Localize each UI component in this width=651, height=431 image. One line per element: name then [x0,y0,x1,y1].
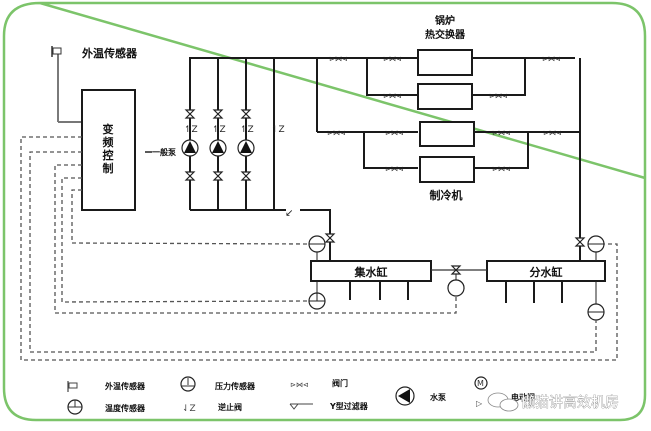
pump-2 [209,109,227,181]
vfd-char-1: 变 [103,122,114,136]
diagram-frame [2,1,647,422]
legend-label: 阀门 [332,378,348,388]
chiller-2 [419,156,475,183]
equipment-piping [310,57,581,268]
gate-valve-icon: ⊳⋈⊲ [329,55,348,63]
legend-label: 电动阀 [511,392,535,402]
legend-label: Y型过滤器 [329,401,369,411]
header-branches [349,281,563,303]
return-water-header [310,260,432,282]
outdoor-sensor-icon [51,46,82,123]
legend-item-check-valve: ⇃Z 逆止阀 [182,402,242,414]
legend-item-y-strainer: Y型过滤器 [289,401,369,411]
gate-valve-icon: ⊳⋈⊲ [385,129,404,137]
check-valve-icon: ↿Z [240,125,254,135]
vfd-char-3: 控 [103,148,114,162]
gate-valve-icon: ⊳⋈⊲ [543,129,562,137]
vfd-char-4: 制 [103,161,114,175]
check-valve-icon: ↿Z [212,125,226,135]
wechat-watermark: 懒猫讲高效机房 [487,392,619,412]
gate-valve-icon [324,233,336,243]
legend-item-pressure-sensor: 压力传感器 [180,376,256,392]
gate-valve-icon: ⊳⋈⊲ [385,165,404,173]
vfd-char-2: 频 [103,135,114,149]
boiler-heat-exchanger-2 [417,83,473,110]
legend-label: 压力传感器 [215,381,256,391]
supply-header-label: 分水缸 [530,265,563,279]
svg-text:▷: ▷ [476,399,483,408]
legend-item-outdoor-sensor: 外温传感器 [67,381,146,392]
gate-valve-icon: ⊳⋈⊲ [383,92,402,100]
outdoor-sensor-label: 外温传感器 [81,46,138,60]
pump-piping [189,57,331,268]
pressure-sensor-supply [587,235,605,261]
legend-item-motorized-valve: M ▷ 电动阀 [474,376,535,408]
boiler-heat-exchanger-1 [417,49,473,76]
legend-label: 水泵 [429,392,446,402]
legend-label: 温度传感器 [105,403,146,413]
gate-valve-icon: ⊳⋈⊲ [327,129,346,137]
gate-valve-icon: ⊳⋈⊲ [383,55,402,63]
temperature-sensor-supply [587,281,605,321]
watermark-text: 懒猫讲高效机房 [521,394,619,411]
pressure-sensor-return [308,235,326,261]
boiler-label-line2: 热交换器 [425,28,466,41]
gate-valves: ⊳⋈⊲ ⊳⋈⊲ ⊳⋈⊲ ⊳⋈⊲ ⊳⋈⊲ ⊳⋈⊲ ⊳⋈⊲ ⊳⋈⊲ ⊳⋈⊲ ⊳⋈⊲ … [327,55,562,173]
check-valve-icon: ↿Z [184,125,198,135]
legend-label: 逆止阀 [218,402,242,412]
control-signal-lines [20,136,618,361]
chiller-label: 制冷机 [430,188,463,202]
vfd-control-box [81,89,136,211]
supply-water-header [486,260,606,282]
gate-valve-icon: ⊳⋈⊲ [489,92,508,100]
pump-3 [237,109,255,181]
gate-valve-icon: ⊳⋈⊲ [492,165,511,173]
svg-text:M: M [477,379,484,388]
gate-valve-icon [574,237,586,247]
gate-valve-icon: ⊳⋈⊲ [542,55,561,63]
svg-text:⊳⋈⊲: ⊳⋈⊲ [290,381,309,389]
bypass-valve-icon [450,265,462,275]
legend-item-pump: 水泵 [395,386,446,406]
legend: 外温传感器 温度传感器 压力传感器 ⇃Z 逆止阀 ⊳⋈⊲ 阀门 Y型过滤器 水泵 [67,376,535,415]
legend-item-temperature-sensor: 温度传感器 [67,399,146,415]
bypass-check-valve-icon: ↿Z [271,125,285,135]
pump-group-label: 一般泵 [152,147,176,157]
return-header-label: 集水缸 [354,265,388,279]
legend-label: 外温传感器 [105,381,146,391]
legend-item-gate-valve: ⊳⋈⊲ 阀门 [290,378,348,389]
chiller-1 [419,121,475,147]
boiler-label-line1: 锅炉 [435,14,455,27]
svg-text:⇃Z: ⇃Z [182,404,196,414]
pump-1 [181,109,199,181]
temperature-sensor-return [308,281,326,310]
y-strainer-icon: ↙ [285,208,293,219]
gate-valve-icon: ⊳⋈⊲ [492,129,511,137]
